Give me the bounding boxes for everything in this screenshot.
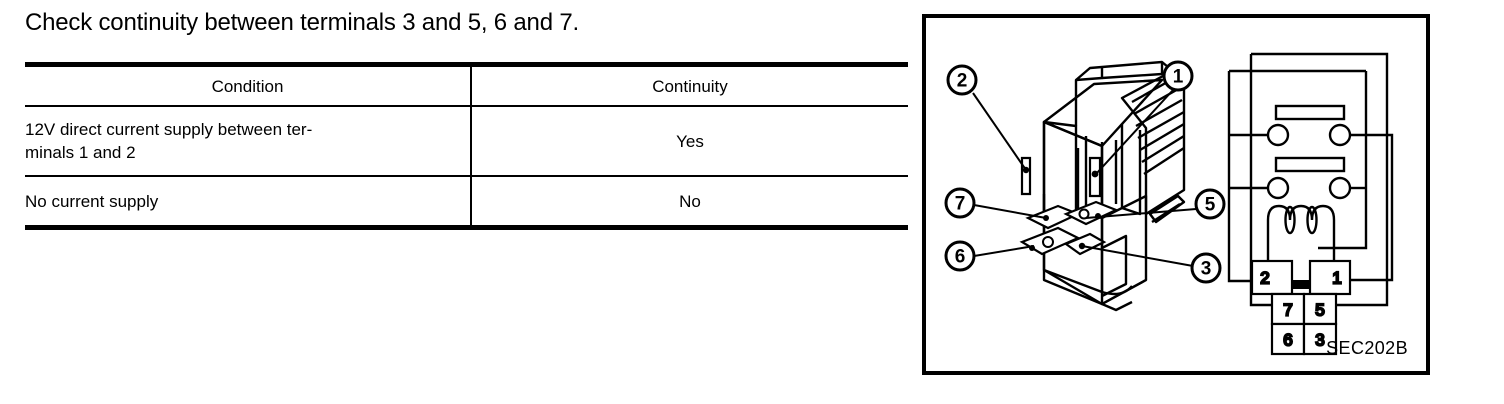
cell-condition-line-1: 12V direct current supply between ter- [25, 120, 313, 139]
callout-7-label: 7 [955, 194, 966, 215]
callout-7: 7 [944, 187, 976, 219]
page-heading: Check continuity between terminals 3 and… [25, 9, 579, 36]
content-column: Check continuity between terminals 3 and… [25, 9, 908, 230]
leader-line-5 [1085, 208, 1197, 219]
callout-3: 3 [1190, 252, 1222, 284]
terminal-box-3 [1302, 322, 1338, 356]
leader-line-7 [973, 204, 1047, 219]
callout-3-label: 3 [1201, 259, 1212, 280]
callout-5: 5 [1194, 188, 1226, 220]
terminal-label-6: 6 [1283, 331, 1292, 350]
cell-continuity: No [471, 176, 908, 230]
cell-condition-line-2: minals 1 and 2 [25, 143, 136, 162]
contact-point-upper-right [1328, 123, 1352, 147]
contact-point-upper-left [1266, 123, 1290, 147]
terminal-label-2: 2 [1260, 269, 1269, 288]
terminal-grid: 2 1 7 5 6 3 [1250, 259, 1352, 356]
callout-2-label: 2 [957, 71, 968, 92]
cell-condition: 12V direct current supply between ter- m… [25, 106, 472, 177]
contact-point-lower-right [1328, 176, 1352, 200]
leader-line-1 [1095, 89, 1174, 175]
schematic-wire-outer [1251, 52, 1389, 307]
leader-line-2 [972, 92, 1027, 171]
table-row: No current supply No [25, 176, 908, 230]
contact-bar-lower [1274, 156, 1346, 173]
leader-line-3 [1081, 245, 1194, 267]
callout-6-label: 6 [955, 247, 966, 268]
callout-5-label: 5 [1205, 195, 1216, 216]
cell-condition: No current supply [25, 176, 472, 230]
callout-group: 2 1 7 5 6 3 [944, 60, 1226, 284]
figure-reference-label: SEC202B [1326, 338, 1408, 358]
table-header-row: Condition Continuity [25, 62, 908, 107]
callout-2: 2 [946, 64, 978, 96]
relay-terminal-pads [1019, 156, 1119, 256]
figure-panel: 2 1 7 5 6 3 [922, 14, 1430, 375]
terminal-box-2 [1250, 259, 1294, 296]
contact-bar-upper [1274, 104, 1346, 121]
relay-schematic: 2 1 7 5 6 3 [1227, 52, 1394, 356]
column-header-condition: Condition [25, 62, 472, 107]
terminal-box-1 [1308, 259, 1352, 296]
terminal-bridge-bar [1292, 280, 1310, 289]
callout-1: 1 [1162, 60, 1194, 92]
relay-body-illustration [1042, 60, 1186, 312]
continuity-table: Condition Continuity 12V direct current … [25, 62, 908, 230]
terminal-label-7: 7 [1283, 301, 1292, 320]
callout-6: 6 [944, 240, 976, 272]
terminal-label-1: 1 [1332, 269, 1341, 288]
terminal-label-3: 3 [1315, 331, 1324, 350]
terminal-label-5: 5 [1315, 301, 1324, 320]
terminal-box-5 [1302, 292, 1338, 326]
leader-line-6 [973, 245, 1035, 257]
relay-coil-icon [1266, 204, 1336, 263]
callout-leader-lines [972, 89, 1197, 267]
contact-point-lower-left [1266, 176, 1290, 200]
callout-1-label: 1 [1173, 67, 1184, 88]
cell-continuity: Yes [471, 106, 908, 177]
table-row: 12V direct current supply between ter- m… [25, 106, 908, 177]
column-header-continuity: Continuity [471, 62, 908, 107]
terminal-box-6 [1270, 322, 1306, 356]
relay-figure: 2 1 7 5 6 3 [944, 52, 1394, 356]
